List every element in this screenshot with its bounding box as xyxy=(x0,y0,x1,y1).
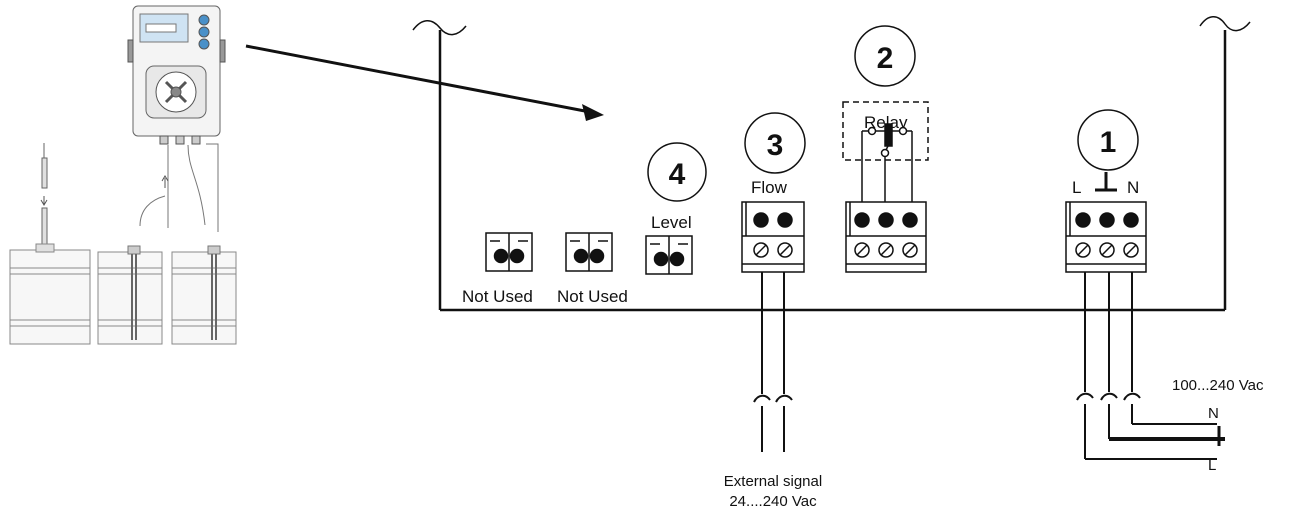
pump-device-illustration xyxy=(9,5,237,345)
ground-icon xyxy=(1095,172,1117,192)
terminal-not-used-1 xyxy=(485,232,533,272)
mains-wire-N-label: N xyxy=(1208,405,1219,422)
svg-text:4: 4 xyxy=(669,158,686,191)
label-power-L: L xyxy=(1072,178,1081,197)
terminal-power xyxy=(1065,201,1147,273)
terminal-not-used-2 xyxy=(565,232,613,272)
external-signal-voltage: 24....240 Vac xyxy=(729,493,817,510)
label-not-used-1: Not Used xyxy=(462,287,533,306)
callout-4: 4 xyxy=(647,142,707,202)
svg-text:3: 3 xyxy=(767,129,784,162)
external-signal-label: External signal xyxy=(724,473,822,490)
label-level: Level xyxy=(651,213,692,232)
ac-tilde-icon xyxy=(1199,16,1251,32)
terminal-flow xyxy=(741,201,805,273)
zoom-arrow xyxy=(245,44,604,121)
ac-tilde-icon xyxy=(412,20,467,36)
callout-3: 3 xyxy=(744,112,806,174)
label-not-used-2: Not Used xyxy=(557,287,628,306)
callout-1: 1 xyxy=(1077,109,1139,171)
relay-switch-icon xyxy=(861,123,913,202)
mains-wire-L-label: L xyxy=(1208,457,1216,474)
svg-text:1: 1 xyxy=(1100,126,1117,159)
terminal-relay xyxy=(845,201,927,273)
flow-signal-wires xyxy=(753,272,793,452)
terminal-level xyxy=(645,235,693,275)
label-flow: Flow xyxy=(751,178,788,197)
svg-text:2: 2 xyxy=(877,42,894,75)
mains-voltage-label: 100...240 Vac xyxy=(1172,377,1264,394)
label-relay: Relay xyxy=(864,113,908,132)
callout-2: 2 xyxy=(854,25,916,87)
label-power-N: N xyxy=(1127,178,1139,197)
mains-wires xyxy=(1076,272,1225,460)
board-outline xyxy=(438,30,1227,312)
